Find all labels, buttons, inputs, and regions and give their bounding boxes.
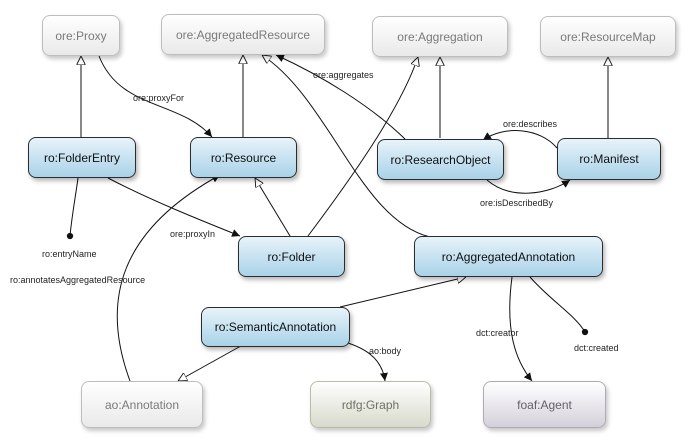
node-rdfg-graph: rdfg:Graph [310, 381, 431, 428]
label-is-described-by: ore:isDescribedBy [480, 198, 554, 208]
node-ro-aggregated-annotation: ro:AggregatedAnnotation [414, 236, 603, 277]
edge-aggregatedannotation-subclass-aggregatedresource [262, 55, 431, 238]
node-ao-annotation: ao:Annotation [81, 381, 203, 428]
node-ore-aggregation: ore:Aggregation [372, 16, 508, 57]
edge-describes [482, 130, 558, 149]
node-ro-folder: ro:Folder [238, 236, 345, 277]
edge-semanticannotation-subclass-aggregatedannotation [339, 277, 466, 308]
edge-aggregates [275, 54, 406, 140]
label-dct-creator: dct:creator [476, 328, 519, 338]
node-ore-aggregated-resource: ore:AggregatedResource [161, 14, 325, 55]
edge-dct-creator [509, 276, 533, 382]
node-ore-proxy: ore:Proxy [42, 15, 120, 56]
node-ro-manifest: ro:Manifest [557, 138, 661, 180]
edge-folder-subclass-resource [255, 178, 291, 237]
node-foaf-agent: foaf:Agent [483, 381, 606, 428]
label-proxy-in: ore:proxyIn [170, 229, 216, 239]
label-proxy-for: ore:proxyFor [133, 93, 185, 103]
node-ro-folder-entry: ro:FolderEntry [28, 137, 136, 178]
edge-entry-name [66, 177, 79, 240]
label-entry-name: ro:entryName [42, 249, 97, 259]
edge-proxy-in [107, 177, 241, 237]
label-ao-body: ao:body [369, 346, 402, 356]
edge-folder-subclass-aggregation [307, 57, 418, 237]
node-ro-research-object: ro:ResearchObject [377, 139, 504, 180]
edge-dct-created [529, 276, 589, 336]
edge-semanticannotation-subclass-annotation [178, 341, 249, 381]
node-ro-resource: ro:Resource [190, 137, 297, 178]
label-describes: ore:describes [503, 119, 558, 129]
node-ore-resource-map: ore:ResourceMap [540, 16, 676, 57]
edge-annotates-aggregated-resource [116, 174, 221, 382]
edge-proxy-for [98, 55, 213, 138]
label-annotates-aggregated-resource: ro:annotatesAggregatedResource [10, 275, 146, 285]
label-dct-created: dct:created [574, 343, 619, 353]
edge-is-described-by [486, 179, 571, 194]
label-aggregates: ore:aggregates [313, 70, 374, 80]
node-ro-semantic-annotation: ro:SemanticAnnotation [201, 307, 350, 347]
